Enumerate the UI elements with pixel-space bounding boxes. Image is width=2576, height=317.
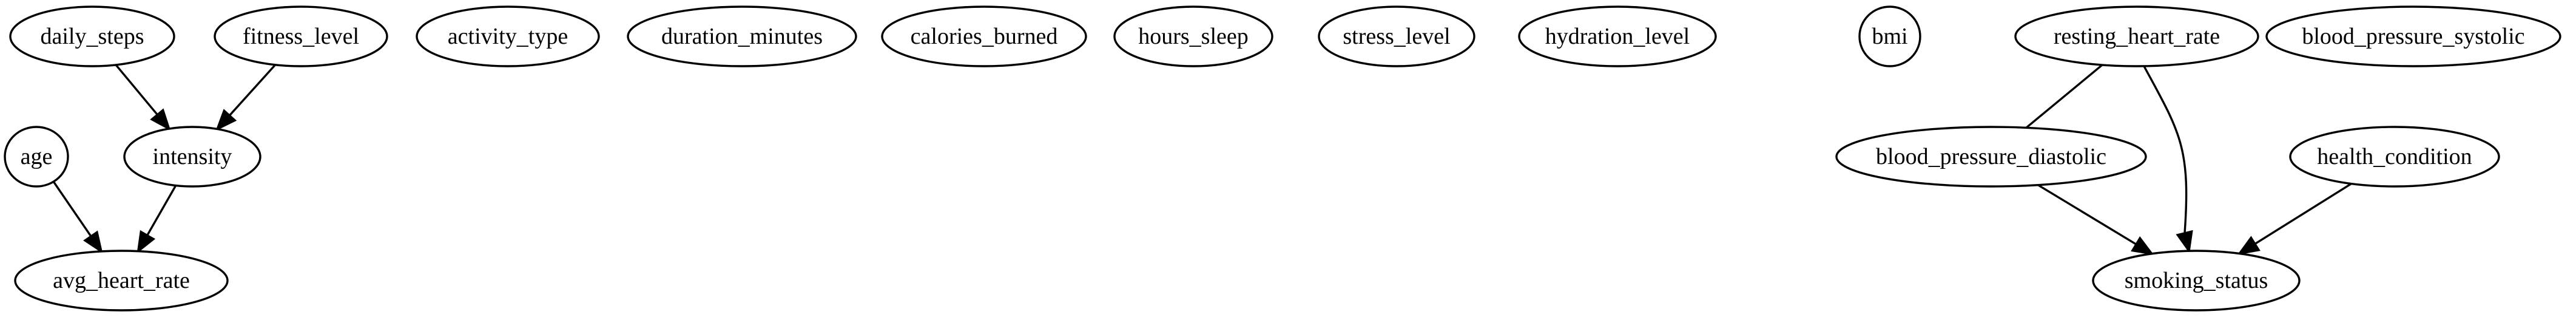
node-intensity: intensity [123, 126, 261, 188]
edge-line [2025, 64, 2103, 129]
edge-daily_steps-to-intensity [115, 64, 171, 131]
node-bmi: bmi [1858, 5, 1921, 67]
arrowhead [83, 230, 103, 254]
arrowhead [2176, 230, 2193, 254]
edge-line [115, 64, 158, 116]
arrowhead [2131, 236, 2154, 256]
node-ellipse [627, 5, 857, 67]
edge-line [2037, 184, 2137, 245]
node-stress-level: stress_level [1318, 5, 1475, 67]
node-ellipse [1835, 126, 2147, 188]
node-avg-heart-rate: avg_heart_rate [14, 250, 229, 312]
node-ellipse [9, 5, 175, 67]
node-duration-minutes: duration_minutes [627, 5, 857, 67]
node-ellipse [1113, 5, 1273, 67]
arrowhead [137, 230, 156, 254]
node-daily-steps: daily_steps [9, 5, 175, 67]
arrowhead [2237, 236, 2261, 255]
node-hours-sleep: hours_sleep [1113, 5, 1273, 67]
arrowhead [150, 108, 171, 131]
node-label: age [21, 144, 53, 169]
edge-age-to-avg_heart_rate [52, 181, 103, 254]
node-ellipse [2014, 5, 2259, 67]
node-blood-pressure-systolic: blood_pressure_systolic [2265, 5, 2561, 67]
edge-line [229, 64, 276, 117]
node-label: avg_heart_rate [53, 268, 190, 293]
node-label: health_condition [2317, 144, 2472, 169]
node-ellipse [214, 5, 388, 67]
edge-blood_pressure_diastolic-to-smoking_status [2037, 184, 2154, 256]
edges-layer [52, 64, 2352, 256]
node-blood-pressure-diastolic: blood_pressure_diastolic [1835, 126, 2147, 188]
node-label: hours_sleep [1138, 24, 1249, 49]
node-hydration-level: hydration_level [1518, 5, 1717, 67]
node-label: fitness_level [243, 24, 359, 49]
node-label: blood_pressure_systolic [2302, 24, 2524, 49]
node-ellipse [2289, 126, 2500, 188]
node-fitness-level: fitness_level [214, 5, 388, 67]
edge-line [146, 185, 177, 236]
node-label: blood_pressure_diastolic [1876, 144, 2106, 169]
node-age: age [4, 126, 69, 188]
edge-health_condition-to-smoking_status [2237, 183, 2352, 255]
node-ellipse [881, 5, 1087, 67]
edge-line [2143, 66, 2188, 234]
edge-line [2254, 183, 2352, 245]
edge-line [52, 181, 92, 237]
edge-fitness_level-to-intensity [215, 64, 276, 131]
node-ellipse [1318, 5, 1475, 67]
edge-intensity-to-avg_heart_rate [137, 185, 177, 254]
node-label: calories_burned [911, 24, 1058, 49]
node-activity-type: activity_type [416, 5, 600, 67]
node-label: daily_steps [41, 24, 144, 49]
node-label: intensity [153, 144, 232, 169]
node-calories-burned: calories_burned [881, 5, 1087, 67]
node-label: hydration_level [1545, 24, 1690, 49]
node-ellipse [1858, 5, 1921, 67]
node-ellipse [4, 126, 69, 188]
node-label: bmi [1872, 24, 1907, 49]
node-label: stress_level [1343, 24, 1450, 49]
node-ellipse [2092, 250, 2301, 312]
arrowhead [215, 109, 237, 131]
node-health-condition: health_condition [2289, 126, 2500, 188]
nodes-layer: daily_steps fitness_level activity_type dur… [4, 5, 2561, 312]
node-ellipse [416, 5, 600, 67]
node-resting-heart-rate: resting_heart_rate [2014, 5, 2259, 67]
edge-resting_heart_rate-to-blood_pressure_diastolic [2025, 64, 2103, 129]
edge-resting_heart_rate-to-smoking_status [2143, 66, 2193, 254]
node-label: resting_heart_rate [2054, 24, 2220, 49]
node-ellipse [123, 126, 261, 188]
node-label: duration_minutes [661, 24, 823, 49]
node-label: smoking_status [2125, 268, 2268, 293]
node-label: activity_type [448, 24, 568, 49]
node-smoking-status: smoking_status [2092, 250, 2301, 312]
node-ellipse [14, 250, 229, 312]
node-ellipse [1518, 5, 1717, 67]
node-ellipse [2265, 5, 2561, 67]
